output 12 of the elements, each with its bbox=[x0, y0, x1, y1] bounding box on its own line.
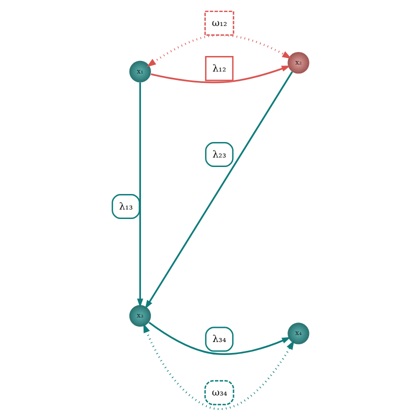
arrow bbox=[146, 34, 292, 68]
edge-label: ω₃₄ bbox=[211, 388, 227, 399]
edge-label: ω₁₂ bbox=[211, 18, 227, 30]
arrow bbox=[150, 66, 290, 84]
arrow bbox=[144, 71, 292, 310]
arrow bbox=[136, 82, 143, 308]
arrow bbox=[142, 323, 294, 410]
edge-label: λ₂₃ bbox=[212, 149, 226, 160]
edge-label: λ₃₄ bbox=[212, 334, 226, 346]
edge-label: λ₁₂ bbox=[212, 63, 226, 74]
arrow bbox=[148, 322, 290, 355]
edge-label: λ₁₃ bbox=[118, 201, 132, 212]
